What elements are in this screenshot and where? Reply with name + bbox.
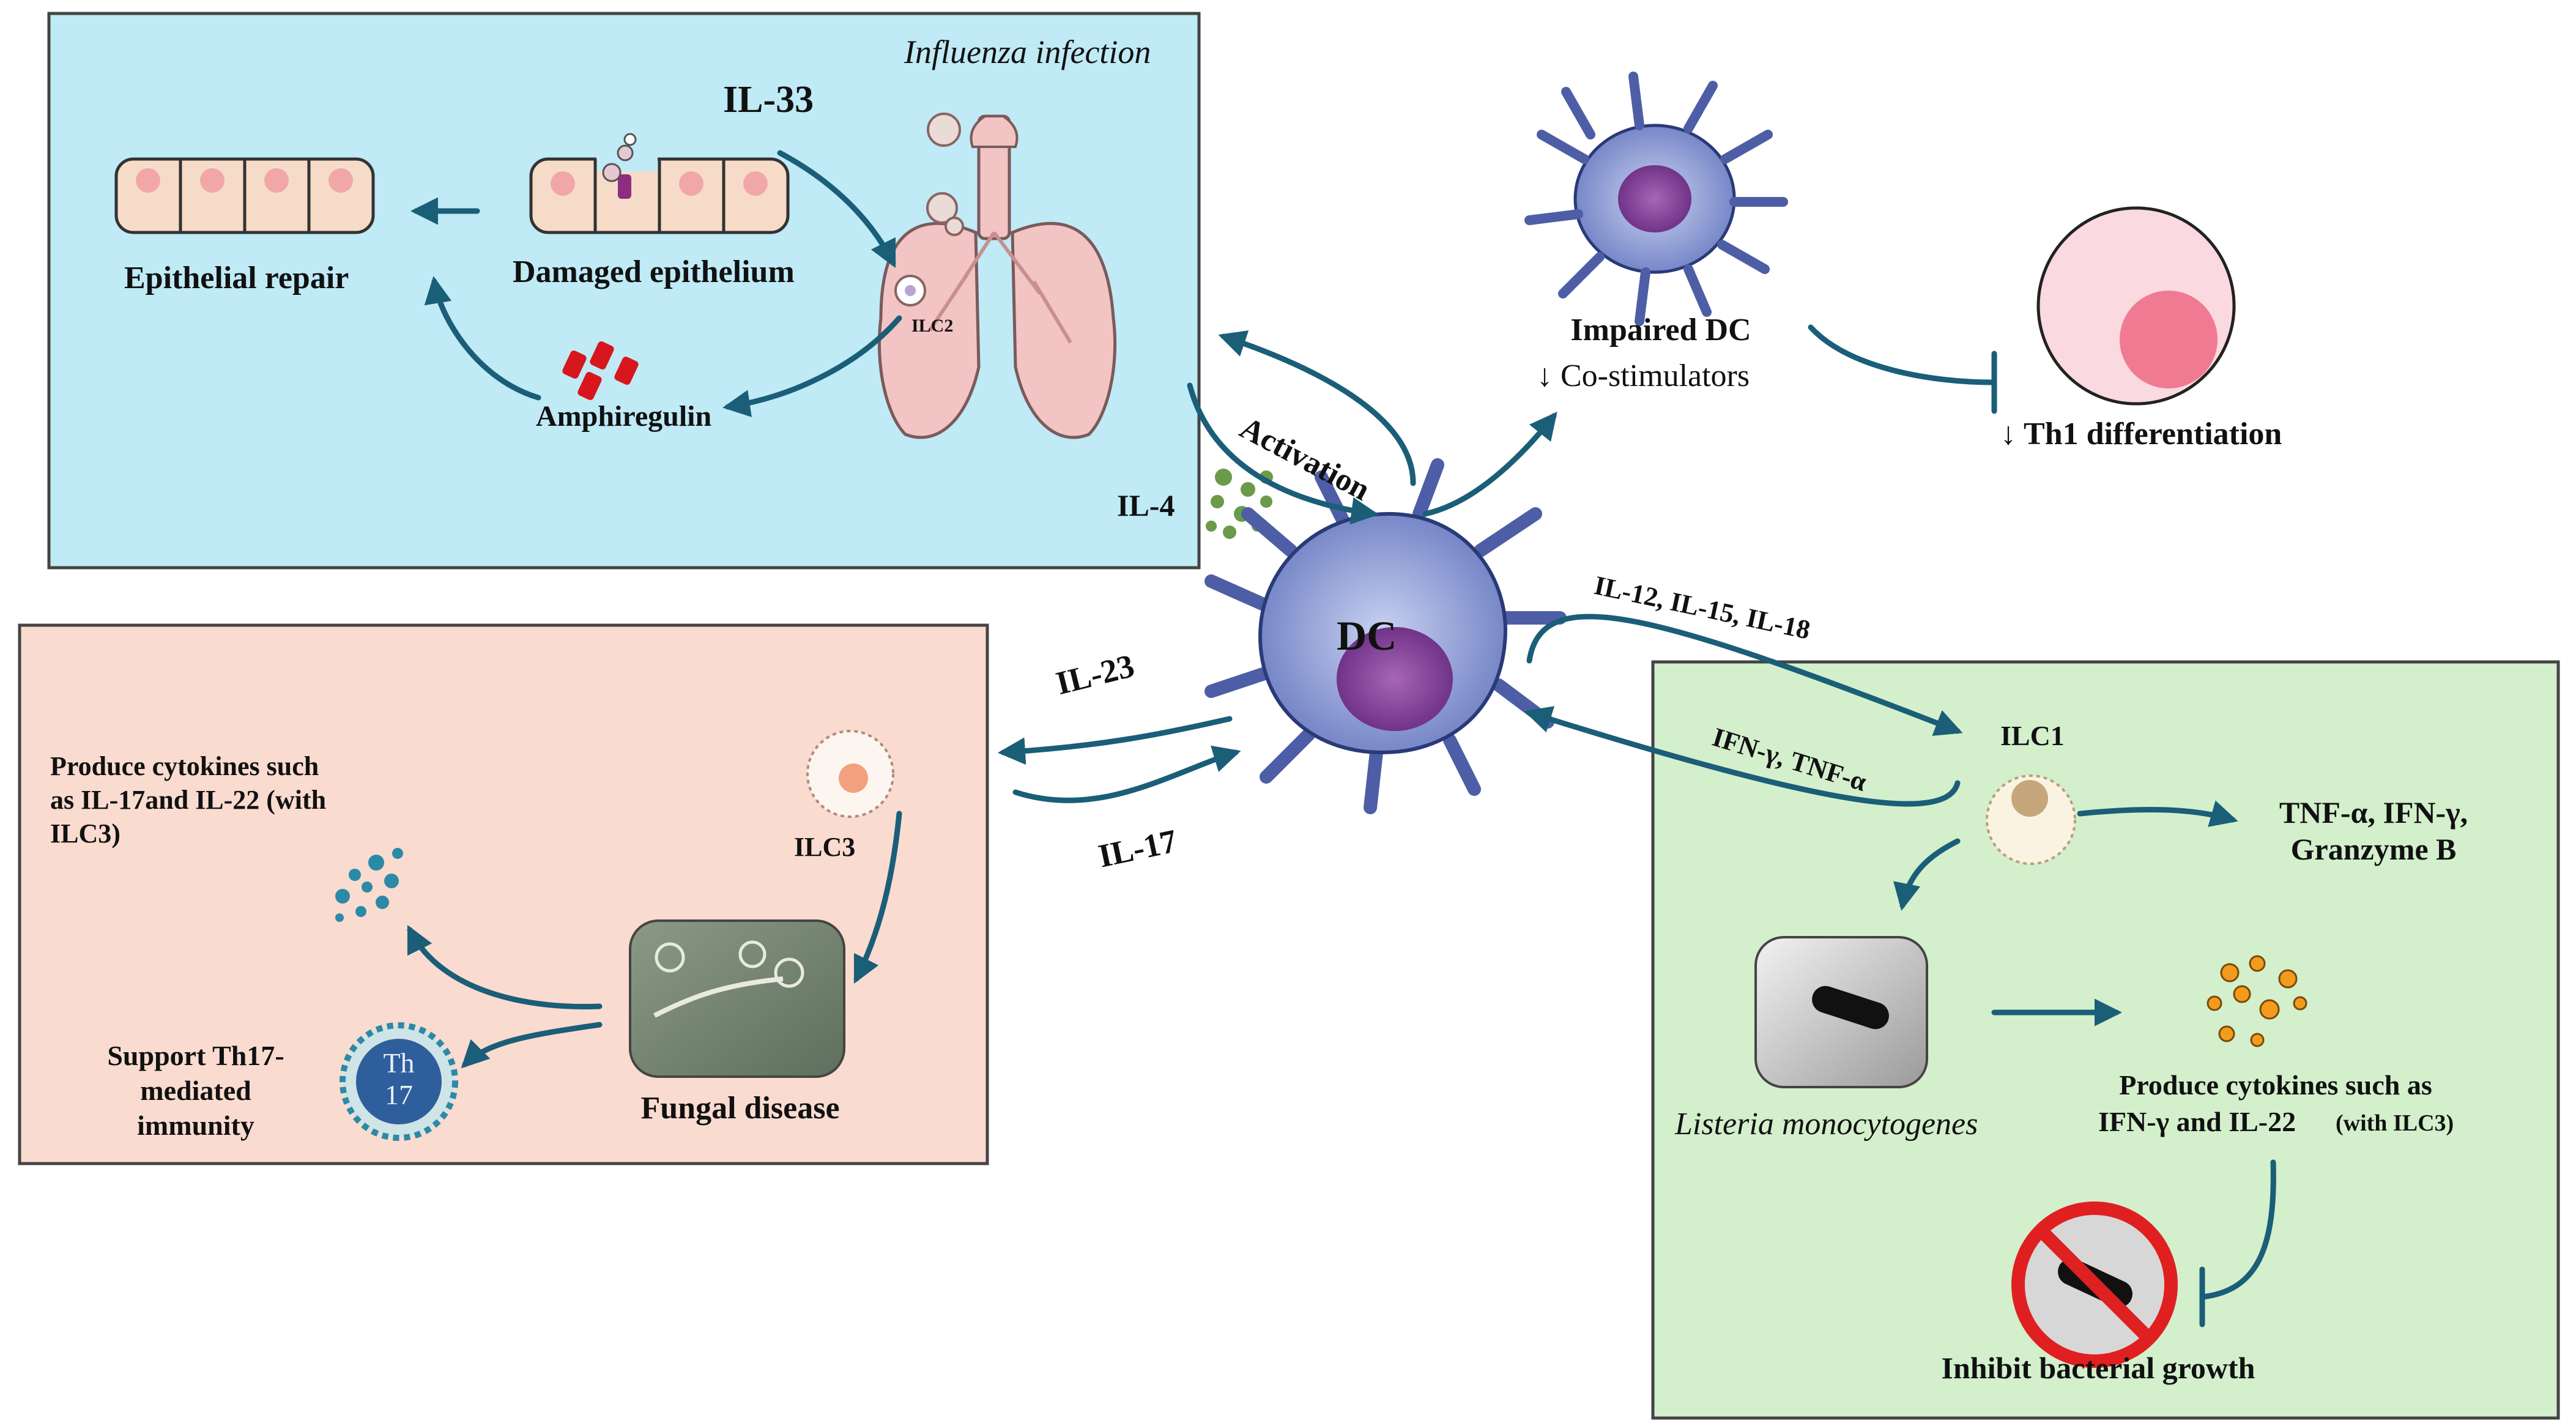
fungal-produce-line2: as IL-17and IL-22 (with [50, 785, 327, 815]
lung-icon [877, 113, 1117, 439]
influenza-panel-title: Influenza infection [904, 34, 1151, 70]
th17-cell-icon [340, 1022, 458, 1141]
listeria-produce-line1: Produce cytokines such as [2119, 1069, 2432, 1101]
amphiregulin-label: Amphiregulin [536, 400, 712, 433]
fungal-photo-icon [629, 919, 845, 1078]
arrow-ilc1-to-listeria [1893, 838, 1961, 911]
arrow-ilc1-to-dc [1524, 706, 1961, 807]
costim-label: ↓ Co-stimulators [1537, 358, 1750, 393]
arrow-amphiregulin-to-repair [424, 276, 541, 401]
arrow-dc-activation [1218, 330, 1416, 486]
arrows [407, 150, 2276, 1328]
epithelium-icon [114, 157, 375, 234]
no-sign-icon [2011, 1201, 2178, 1368]
arrow-ilc2-to-amphiregulin [722, 315, 902, 417]
damaged-epithelium-label: Damaged epithelium [513, 254, 795, 289]
support-line3: immunity [137, 1110, 254, 1141]
ilc-cell-icon [806, 730, 894, 818]
fungal-disease-label: Fungal disease [640, 1091, 840, 1126]
inhibit-growth-label: Inhibit bacterial growth [1941, 1351, 2255, 1385]
ilc2-label: ILC2 [911, 316, 954, 336]
bacterium-photo-icon [1754, 936, 1928, 1088]
ilc1-label: ILC1 [2000, 720, 2065, 751]
ilc1-output-line2: Granzyme B [2290, 832, 2457, 866]
arrow-il33-to-lung [777, 150, 896, 269]
fungal-produce-line3: ILC3) [50, 819, 121, 849]
inhibit-bacterial [2199, 1159, 2276, 1300]
ilc1-cell-icon [1986, 774, 2076, 865]
th17-line2: 17 [385, 1079, 413, 1110]
listeria-produce-line2a: IFN-γ and IL-22 [2098, 1106, 2296, 1137]
il4-label: IL-4 [1117, 488, 1175, 522]
th17-line1: Th [383, 1047, 415, 1079]
arrow-dc-il23 [998, 716, 1233, 765]
cytokine-dots-icon-listeria [2207, 955, 2307, 1047]
fungal-produce-line1: Produce cytokines such [50, 751, 319, 781]
th1-differentiation-label: ↓ Th1 differentiation [2000, 417, 2282, 451]
arrow-dc-to-ilc1 [1526, 614, 1963, 736]
ilc1-output-line1: TNF-α, IFN-γ, [2279, 795, 2468, 830]
dendritic-cell-icon [1204, 458, 1567, 814]
arrow-fungal-to-th17 [461, 1022, 603, 1069]
il33-label: IL-33 [723, 79, 814, 121]
arrow-dc-to-impaired [1422, 411, 1557, 517]
arrow-ilc1-to-outputs [2077, 800, 2238, 827]
listeria-label: Listeria monocytogenes [1675, 1107, 1978, 1142]
epithelial-repair-label: Epithelial repair [124, 261, 349, 295]
arrow-ilc3-to-fungal [853, 811, 902, 984]
inhibit-th1 [1808, 324, 1997, 385]
impaired-dc-icon [1524, 72, 1788, 326]
arrow-fungal-to-cytokines [407, 924, 603, 1009]
th1-cell-icon [2036, 206, 2236, 406]
amphiregulin-icon [562, 341, 639, 400]
influenza-panel [47, 12, 1201, 570]
support-line1: Support Th17- [107, 1040, 284, 1071]
arrow-lung-to-dc-il4 [1187, 382, 1379, 525]
damaged-epithelium-icon [529, 133, 790, 234]
ilc3-label: ILC3 [794, 832, 856, 862]
listeria-produce-line2b: (with ILC3) [2336, 1110, 2454, 1136]
impaired-dc-label: Impaired DC [1570, 313, 1751, 347]
support-line2: mediated [140, 1075, 251, 1106]
dc-label: DC [1337, 612, 1397, 659]
arrow-il17-to-dc [1012, 745, 1241, 803]
cytokine-dots-icon-fungal [335, 848, 403, 922]
